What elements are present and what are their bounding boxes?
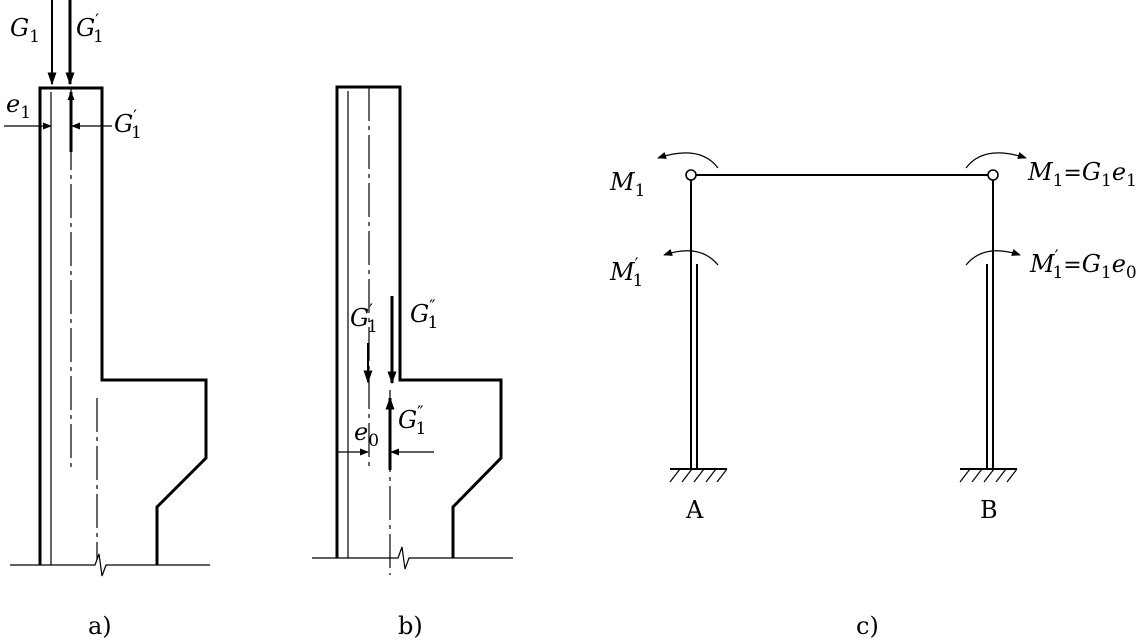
label-g1p-top: G′1 xyxy=(76,11,104,47)
label-m1p-right: M′1=G1e0 xyxy=(1029,247,1137,283)
moment-arrow-m1-right xyxy=(965,152,1027,169)
caption-a: a) xyxy=(88,612,112,640)
ground-line-b xyxy=(312,546,513,570)
moment-arrow-m1-left xyxy=(657,152,719,169)
label-e0: e0 xyxy=(354,418,379,451)
right-hinge xyxy=(987,169,999,181)
fixed-support-a xyxy=(669,468,728,483)
label-g1: G1 xyxy=(10,14,40,47)
label-m1p-left: M′1 xyxy=(609,255,643,291)
panel-c: M1 M′1 M1=G1e1 M′1=G1e0 A B c) xyxy=(609,152,1137,640)
label-g1pp-bottom: G″1 xyxy=(398,403,426,439)
label-g1pp-top: G″1 xyxy=(410,297,438,333)
ground-line-a xyxy=(10,553,210,577)
support-label-a: A xyxy=(685,496,704,524)
caption-b: b) xyxy=(398,612,423,640)
support-label-b: B xyxy=(980,496,998,524)
caption-c: c) xyxy=(856,612,879,640)
column-outline-b xyxy=(335,85,503,558)
label-m1-right: M1=G1e1 xyxy=(1027,158,1137,191)
label-g1p-right: G′1 xyxy=(114,107,142,143)
fixed-support-b xyxy=(959,468,1018,483)
moment-arrow-m1p-left xyxy=(663,249,719,266)
label-e1: e1 xyxy=(6,90,31,123)
panel-b: G′1 G″1 e0 G″1 b) xyxy=(312,85,513,640)
label-m1-left: M1 xyxy=(609,168,645,201)
label-g1p-b: G′1 xyxy=(350,301,378,337)
left-hinge xyxy=(685,169,697,181)
column-outline-a xyxy=(38,86,208,565)
moment-arrow-m1p-right xyxy=(965,249,1021,266)
panel-a: G1 G′1 e1 G′1 a) xyxy=(4,0,210,640)
